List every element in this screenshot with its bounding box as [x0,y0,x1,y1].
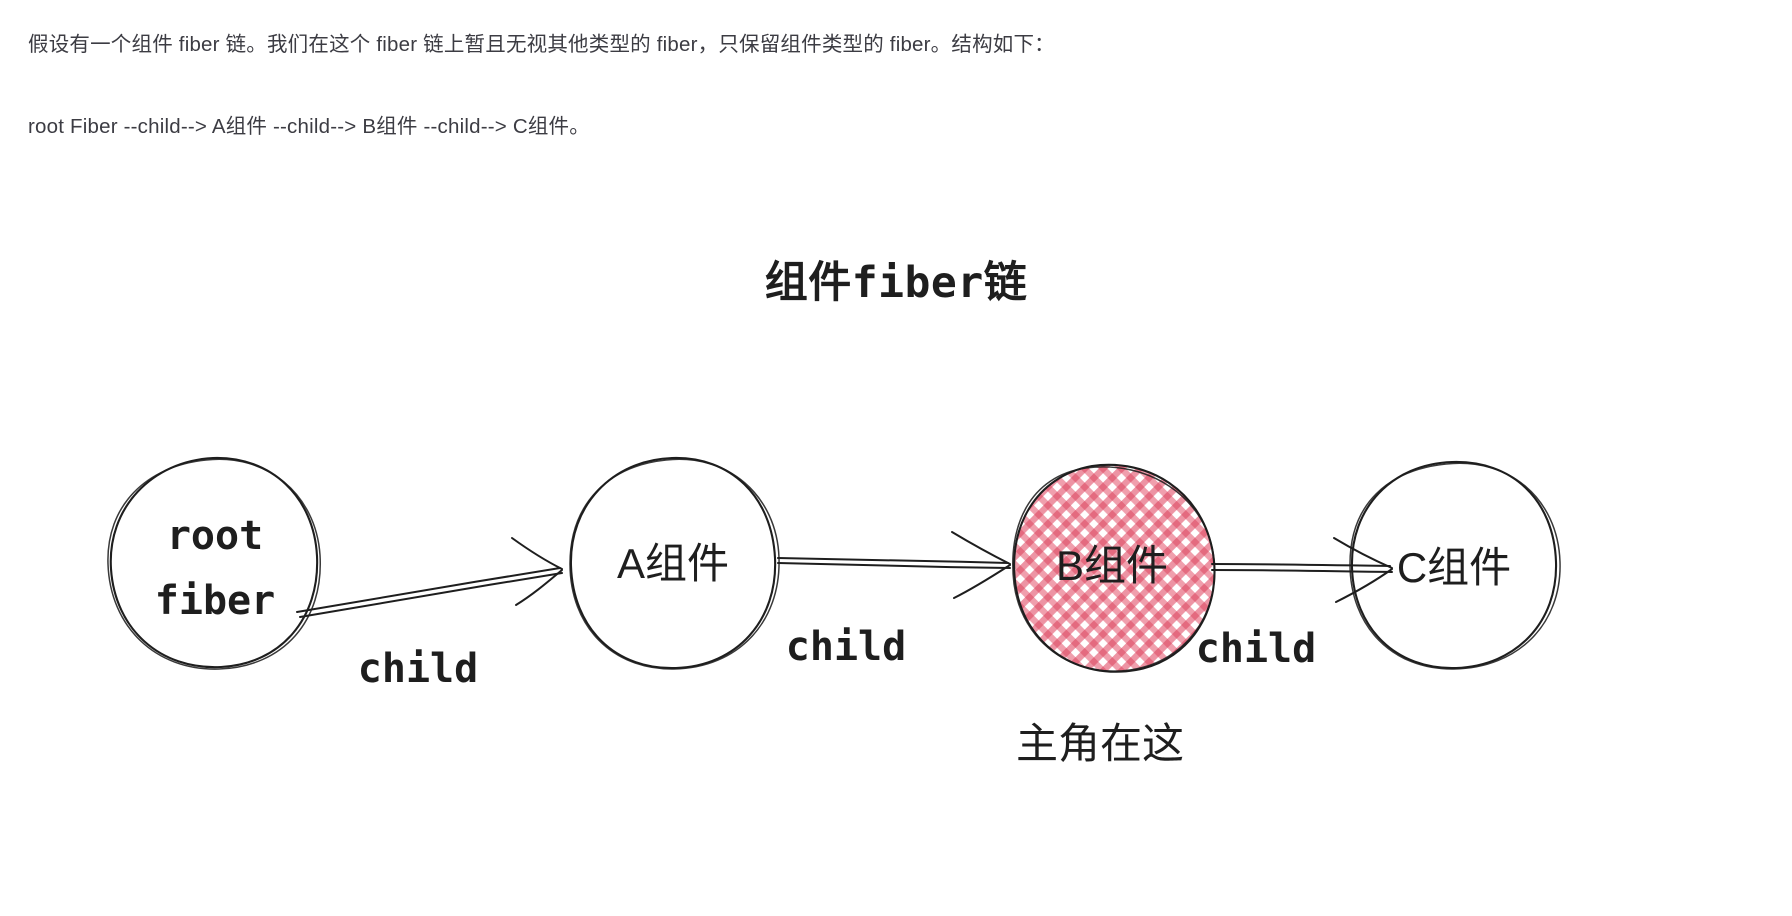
node-root-label-line1: root [167,513,263,559]
node-a[interactable]: A组件 [569,456,780,670]
node-c-outline [1350,460,1558,670]
node-root-fiber[interactable]: root fiber [107,456,321,670]
node-b-label: B组件 [1056,542,1168,589]
edge-2-line [777,557,1009,564]
edge-1-label: child [358,646,478,692]
edge-a-to-b: child [777,531,1011,670]
node-a-label: A组件 [617,540,729,587]
node-b-outline-sketch [1012,466,1216,672]
edge-3-line-sketch [1211,569,1393,573]
edge-2-arrowhead-bottom [953,564,1011,599]
edge-3-arrowhead-top [1333,537,1393,569]
node-a-outline [569,456,777,670]
node-b-outline [1013,463,1216,673]
node-root-label-line2: fiber [155,578,275,624]
edge-3-label: child [1196,626,1316,672]
edge-1-arrowhead-bottom [515,569,563,606]
edge-1-line-sketch [299,572,563,618]
node-b-fill [1014,464,1215,672]
node-root-outline-sketch [107,458,321,670]
diagram-caption: 主角在这 [1016,720,1184,767]
paragraph-intro: 假设有一个组件 fiber 链。我们在这个 fiber 链上暂且无视其他类型的 … [28,33,1055,56]
edge-3-line [1211,563,1391,567]
node-root-outline [109,456,319,669]
node-c-label: C组件 [1397,544,1511,591]
node-c[interactable]: C组件 [1349,460,1561,670]
node-a-outline-sketch [569,458,780,670]
node-c-outline-sketch [1349,462,1561,670]
edge-root-to-a: child [296,537,563,692]
edge-2-label: child [786,624,906,670]
edge-2-line-sketch [777,562,1011,569]
edge-2-arrowhead-top [951,531,1011,565]
node-b[interactable]: B组件 [1000,450,1230,686]
diagram-title: 组件fiber链 [765,258,1027,308]
edge-3-arrowhead-bottom [1335,568,1393,603]
edge-1-arrowhead-top [511,537,563,570]
paragraph-structure: root Fiber --child--> A组件 --child--> B组件… [28,115,590,138]
fiber-chain-diagram: 组件fiber链 root fiber child A组件 child B组件 [0,170,1792,916]
edge-1-line [296,567,561,613]
edge-b-to-c: child [1196,537,1393,672]
